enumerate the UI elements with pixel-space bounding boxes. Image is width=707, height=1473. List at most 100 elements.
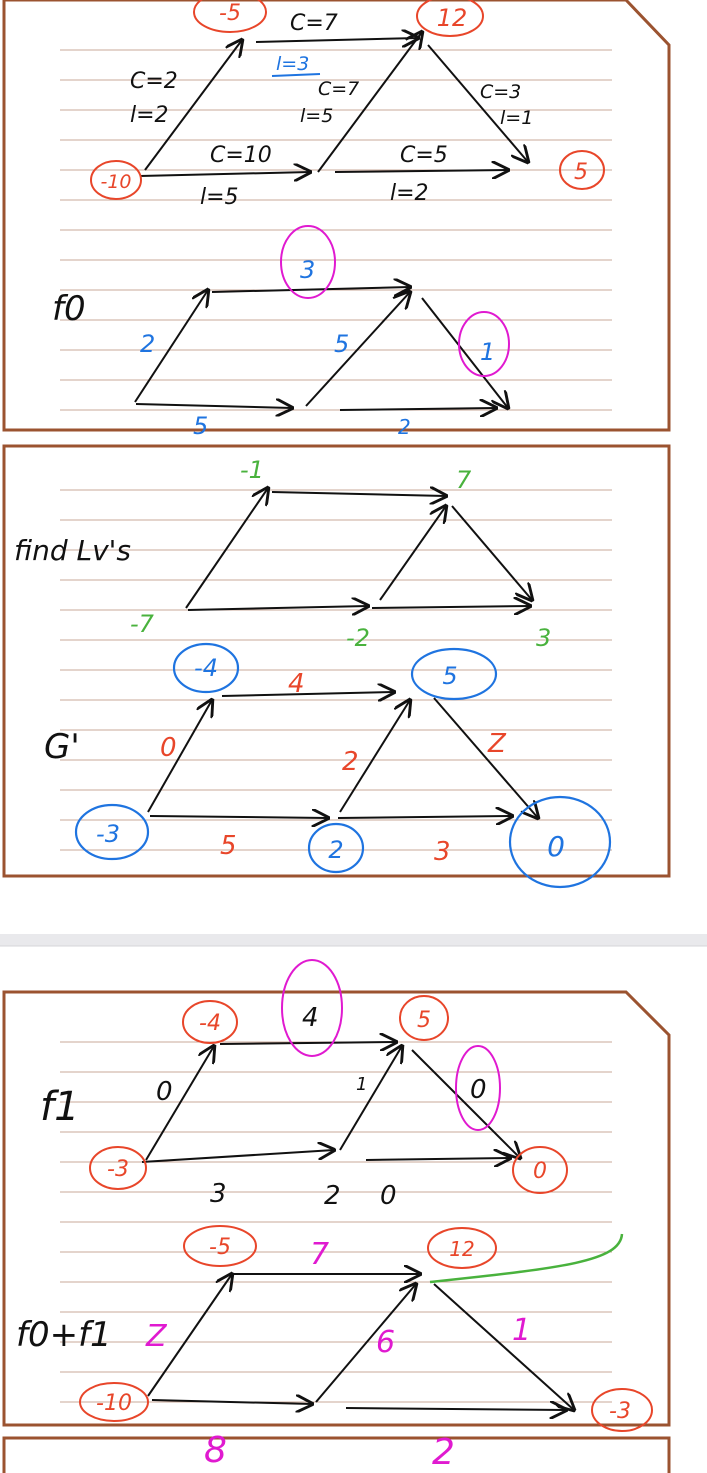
potential-a: -1 <box>240 456 264 484</box>
f0-edge-c-t <box>339 408 496 410</box>
g-edge-a-b <box>221 692 394 696</box>
sum-node-t: -3 <box>609 1399 631 1424</box>
f0-edge-a-b <box>211 287 410 292</box>
sum-node-a: -5 <box>209 1235 231 1260</box>
sum-edge-s-a <box>147 1274 232 1397</box>
f0-flow-b-t: 1 <box>480 338 495 366</box>
graph-potential-values: -1 7 -7 -2 3 <box>130 456 551 652</box>
g-weight-a-b: 4 <box>288 669 305 699</box>
pot-edge-c-t <box>371 606 530 608</box>
next-panel-frame <box>2 1436 671 1473</box>
f0-edge-b-t <box>421 297 508 408</box>
g-weight-c-b: 2 <box>342 747 359 777</box>
sum-flow-s-c: 8 <box>204 1430 227 1471</box>
node-s-circle <box>90 160 142 200</box>
edge-a-b <box>255 38 418 42</box>
sum-flow-c-b: 6 <box>376 1325 395 1360</box>
sum-flow-a-b: 7 <box>310 1237 329 1272</box>
graph-gprime-edges <box>147 692 538 818</box>
graph-sum-flows: 7 Z 6 1 8 2 <box>145 1237 531 1473</box>
f0-label: f0 <box>52 289 86 329</box>
cap-c-t: C=5 <box>400 143 448 168</box>
f0-flow-a-b: 3 <box>300 256 315 284</box>
graph-sum-edges <box>147 1274 574 1410</box>
panel-1-frame <box>2 0 671 432</box>
g-edge-s-a <box>147 700 212 813</box>
panel-2: find Lv's -1 7 -7 -2 3 G' -4 <box>2 444 671 889</box>
sum-edge-b-t <box>433 1283 574 1410</box>
f1-flow-a-b-circle <box>281 959 343 1057</box>
f0-edge-s-c <box>135 404 292 408</box>
g-prime-label: G' <box>44 727 80 767</box>
node-s-label: -10 <box>100 171 131 193</box>
f1-flow-a-b: 4 <box>302 1003 319 1033</box>
f1-flow-s-c: 3 <box>210 1179 227 1209</box>
potential-c: -2 <box>346 624 370 652</box>
sum-node-s: -10 <box>96 1391 132 1416</box>
edge-s-c <box>139 172 310 176</box>
ruled-lines-3 <box>60 1041 612 1403</box>
g-edge-s-c <box>149 816 328 818</box>
cap-c-b: C=7 <box>318 78 359 100</box>
f0-flow-s-c: 5 <box>193 412 208 440</box>
pot-edge-s-c <box>187 606 368 610</box>
f1-flow-s-a: 0 <box>156 1077 173 1107</box>
f1-node-s: -3 <box>107 1157 129 1182</box>
g-node-s: -3 <box>96 820 120 848</box>
node-a-circle <box>193 0 267 33</box>
len-c-t: l=2 <box>390 181 429 206</box>
panel-3-frame <box>2 990 671 1427</box>
g-edge-c-t <box>337 816 512 818</box>
pot-edge-s-a <box>185 488 268 609</box>
graph-f0-values: 3 2 5 1 5 2 <box>140 225 510 440</box>
g-node-c: 2 <box>328 836 343 864</box>
cap-a-b: C=7 <box>290 11 338 36</box>
pot-edge-a-b <box>271 492 446 496</box>
g-node-b-circle <box>410 647 498 701</box>
sum-node-t-circle <box>591 1388 653 1432</box>
f0-flow-b-t-circle <box>458 311 510 377</box>
g-node-s-circle <box>74 803 150 861</box>
g-edge-c-b <box>339 700 410 813</box>
f1-edge-s-a <box>145 1046 214 1161</box>
pot-edge-c-b <box>379 506 446 601</box>
pot-edge-b-t <box>451 505 532 600</box>
g-node-a-circle <box>172 642 240 694</box>
potential-b: 7 <box>456 466 472 494</box>
len-c-b: l=5 <box>300 105 333 127</box>
f1-label: f1 <box>40 1084 80 1130</box>
f1-flow-c-b: 1 <box>356 1074 367 1095</box>
sum-node-b: 12 <box>449 1237 474 1261</box>
edge-c-t <box>334 170 508 172</box>
sum-edge-c-t <box>345 1408 566 1410</box>
sum-flow-c-t: 2 <box>432 1432 455 1473</box>
f1-flow-c-t-2: 0 <box>380 1181 397 1211</box>
len-s-a: l=2 <box>130 103 169 128</box>
f1-node-t: 0 <box>533 1159 547 1184</box>
g-edge-b-t <box>433 697 538 818</box>
f1-flow-c-t-1: 2 <box>324 1181 341 1211</box>
g-weight-c-t: 3 <box>434 837 451 867</box>
cap-b-t: C=3 <box>480 81 521 103</box>
len-s-c: l=5 <box>200 185 239 210</box>
f1-node-b: 5 <box>417 1008 431 1033</box>
panel-1: -5 12 -10 5 C=7 l=3 C=2 l=2 C=7 l=5 C=3 … <box>2 0 671 440</box>
sum-flow-s-a: Z <box>145 1319 168 1354</box>
graph-1-nodes: -5 12 -10 5 <box>90 0 605 200</box>
f0-plus-f1-label: f0+f1 <box>16 1315 112 1355</box>
graph-f0-edges <box>134 287 508 410</box>
len-b-t: l=1 <box>500 107 533 129</box>
graph-1-edge-labels: C=7 l=3 C=2 l=2 C=7 l=5 C=3 l=1 C=10 l=5… <box>130 11 533 210</box>
node-t-label: 5 <box>574 160 588 185</box>
graph-gprime-weights: 4 0 2 Z 5 3 <box>160 669 507 867</box>
f1-node-b-circle <box>399 995 449 1041</box>
sum-node-a-circle <box>183 1225 257 1267</box>
ruled-lines-1 <box>60 49 612 411</box>
f1-edge-c-t <box>365 1158 510 1160</box>
edge-c-b <box>317 32 422 173</box>
f1-node-a: -4 <box>199 1011 221 1036</box>
f0-edge-c-b <box>305 292 410 407</box>
edge-b-t <box>427 44 528 162</box>
node-a-label: -5 <box>219 1 241 26</box>
node-b-label: 12 <box>437 4 468 32</box>
